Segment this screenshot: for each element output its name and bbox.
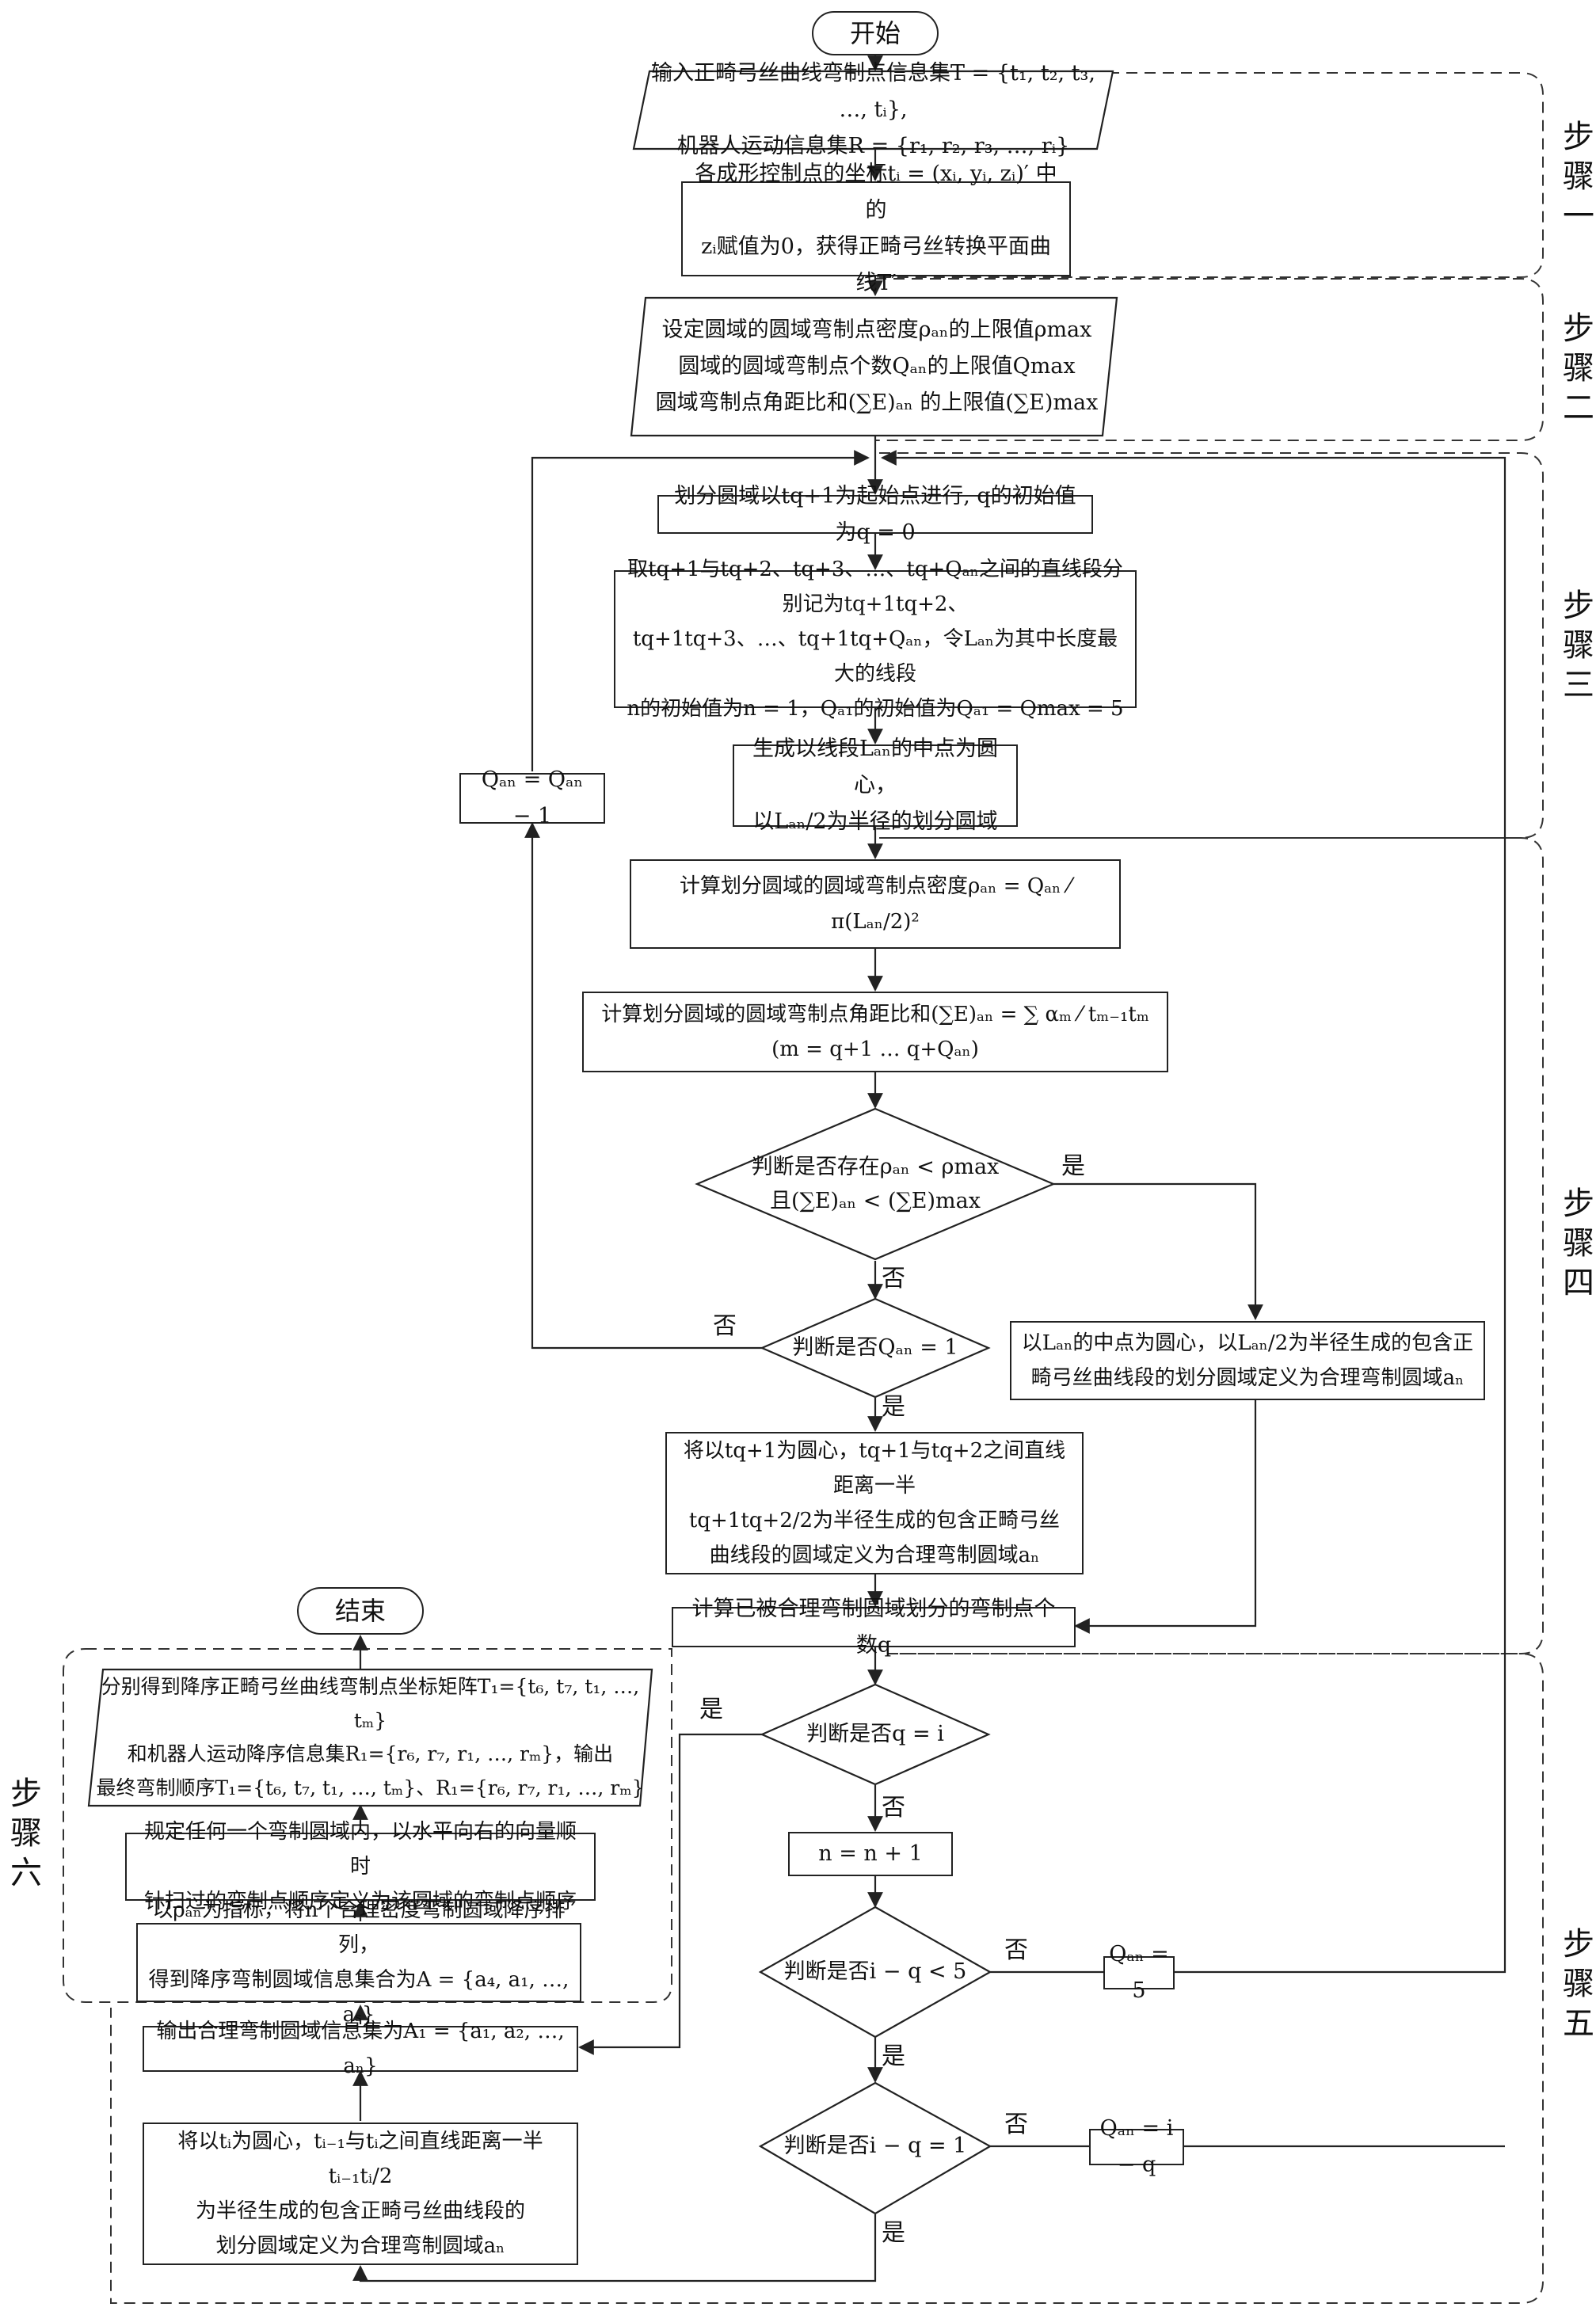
step-five-label: 步骤五 xyxy=(1559,1925,1596,2043)
step-four-label: 步骤四 xyxy=(1559,1184,1596,1303)
final-output-line1: 分别得到降序正畸弓丝曲线弯制点坐标矩阵T₁={t₆, t₇, t₁, …, tₘ… xyxy=(101,1675,640,1732)
step-five-text: 步骤五 xyxy=(1563,1926,1594,2042)
yes-define-process: 以Lₐₙ的中点为圆心，以Lₐₙ/2为半径生成的包含正 畸弓丝曲线段的划分圆域定义… xyxy=(1010,1321,1485,1400)
judge-eq1-text: 判断是否i − q = 1 xyxy=(783,2134,967,2159)
step-six-text: 步骤六 xyxy=(10,1776,42,1891)
step-brackets xyxy=(63,72,1544,2304)
last-define-process: 将以tᵢ为圆心，tᵢ₋₁与tᵢ之间直线距离一半tᵢ₋₁tᵢ/2 为半径生成的包含… xyxy=(143,2123,578,2265)
step-one-text: 步骤一 xyxy=(1563,119,1594,234)
z-assign-line1: 各成形控制点的坐标tᵢ = (xᵢ, yᵢ, zᵢ)′ 中的 xyxy=(695,162,1057,223)
input-data-line2: 机器人运动信息集R = {r₁, r₂, r₃, …, rᵢ} xyxy=(676,133,1070,158)
rule-clockwise-line1: 规定任何一个弯制圆域内，以水平向右的向量顺时 xyxy=(143,1819,577,1879)
output-a-process: 输出合理弯制圆域信息集为A₁ = {a₁, a₂, …, aₙ} xyxy=(143,2020,578,2078)
edge-eq1-yes xyxy=(352,2214,877,2282)
gen-circle-line2: 以Lₐₙ/2为半径的划分圆域 xyxy=(752,809,998,834)
q1-define-line3: 曲线段的圆域定义为合理弯制圆域aₙ xyxy=(709,1544,1040,1568)
gen-circle-line1: 生成以线段Lₐₙ的中点为圆心， xyxy=(752,737,999,798)
judge-q1-diamond xyxy=(760,1297,991,1399)
rule-clockwise-process: 规定任何一个弯制圆域内，以水平向右的向量顺时 针扫过的弯制点顺序定义为该圆域的弯… xyxy=(125,1820,596,1913)
final-output-line3: 最终弯制顺序T₁={t₆, t₇, t₁, …, tₘ}、R₁={r₆, r₇,… xyxy=(96,1776,645,1799)
judge-eq1-diamond xyxy=(758,2081,992,2215)
judge-qi-diamond xyxy=(760,1683,991,1786)
yes-define-line1: 以Lₐₙ的中点为圆心，以Lₐₙ/2为半径生成的包含正 xyxy=(1021,1331,1474,1355)
last-define-line3: 划分圆域定义为合理弯制圆域aₙ xyxy=(215,2234,505,2259)
rule-clockwise-line2: 针扫过的弯制点顺序定义为该圆域的弯制点顺序 xyxy=(143,1890,577,1914)
label-no-exist: 否 xyxy=(882,1265,905,1293)
step1-bracket xyxy=(871,72,1544,278)
q1-define-line2: tq+1tq+2/2为半径生成的包含正畸弓丝 xyxy=(688,1509,1061,1532)
set-limits-line3: 圆域弯制点角距比和(∑E)ₐₙ 的上限值(∑E)max xyxy=(655,390,1099,415)
step-three-text: 步骤三 xyxy=(1563,588,1594,703)
segments-line3: n的初始值为n = 1，Qₐ₁的初始值为Qₐ₁ = Qmax = 5 xyxy=(627,697,1124,721)
step-two-label: 步骤二 xyxy=(1559,309,1596,428)
step3-bracket xyxy=(879,452,1544,839)
calc-density-process: 计算划分圆域的圆域弯制点密度ρₐₙ = Qₐₙ ⁄ π(Lₐₙ/2)² xyxy=(630,859,1121,949)
set-limits-line1: 设定圆域的圆域弯制点密度ρₐₙ的上限值ρmax xyxy=(661,318,1092,343)
label-yes-eq1: 是 xyxy=(882,2219,905,2247)
q1-define-process: 将以tq+1为圆心，tq+1与tq+2之间直线距离一半 tq+1tq+2/2为半… xyxy=(665,1432,1084,1574)
edge-judge-yes-right xyxy=(1053,1182,1263,1320)
z-assign-process: 各成形控制点的坐标tᵢ = (xᵢ, yᵢ, zᵢ)′ 中的 zᵢ赋值为0，获得… xyxy=(681,162,1071,295)
segments-process: 取tq+1与tq+2、tq+3、…、tq+Qₐₙ之间的直线段分别记为tq+1tq… xyxy=(614,558,1137,721)
input-data: 输入正畸弓丝曲线弯制点信息集T = {t₁, t₂, t₃, …, tᵢ}, 机… xyxy=(646,61,1101,158)
edge-right-count xyxy=(1074,1400,1257,1634)
gen-circle-process: 生成以线段Lₐₙ的中点为圆心， 以Lₐₙ/2为半径的划分圆域 xyxy=(733,737,1018,834)
q-eq-5-process: Qₐₙ = 5 xyxy=(1103,1942,1175,2003)
label-yes-q1: 是 xyxy=(882,1393,905,1421)
final-output-line2: 和机器人运动降序信息集R₁={r₆, r₇, r₁, …, rₘ}，输出 xyxy=(127,1742,614,1765)
z-assign-line2: zᵢ赋值为0，获得正畸弓丝转换平面曲线T′ xyxy=(701,234,1051,295)
step5-bracket xyxy=(110,1653,1544,2304)
judge-lt5-diamond xyxy=(758,1906,992,2039)
last-define-line2: 为半径生成的包含正畸弓丝曲线段的 xyxy=(195,2199,525,2223)
step-six-label: 步骤六 xyxy=(6,1774,46,1893)
step-one-label: 步骤一 xyxy=(1559,117,1596,236)
step-two-text: 步骤二 xyxy=(1563,310,1594,426)
set-limits-data: 设定圆域的圆域弯制点密度ρₐₙ的上限值ρmax 圆域的圆域弯制点个数Qₐₙ的上限… xyxy=(643,299,1110,434)
yes-define-line2: 畸弓丝曲线段的划分圆域定义为合理弯制圆域aₙ xyxy=(1030,1366,1465,1390)
label-no-lt5: 否 xyxy=(1004,1936,1028,1964)
divide-start-process: 划分圆域以tq+1为起始点进行, q的初始值为q = 0 xyxy=(657,484,1093,545)
judge-exist-text: 判断是否存在ρₐₙ < ρmax 且(∑E)ₐₙ < (∑E)max xyxy=(737,1133,1014,1235)
judge-lt5-text: 判断是否i − q < 5 xyxy=(783,1959,967,1985)
edge-qi-yes xyxy=(578,1733,762,2055)
segments-line2: tq+1tq+3、…、tq+1tq+Qₐₙ，令Lₐₙ为其中长度最大的线段 xyxy=(632,626,1118,687)
sort-desc-process: 以ρₐₙ为指标，将n个合理密度弯制圆域降序排列， 得到降序弯制圆域信息集合为A … xyxy=(136,1898,581,2027)
step-three-label: 步骤三 xyxy=(1559,586,1596,705)
step4-bracket xyxy=(879,837,1544,1654)
label-no-eq1: 否 xyxy=(1004,2111,1028,2138)
input-data-line1: 输入正畸弓丝曲线弯制点信息集T = {t₁, t₂, t₃, …, tᵢ}, xyxy=(651,61,1095,123)
q-decrement-process: Qₐₙ = Qₐₙ − 1 xyxy=(459,767,605,828)
edge-qdec-loop xyxy=(531,450,870,771)
calc-ratio-process: 计算划分圆域的圆域弯制点角距比和(∑E)ₐₙ = ∑ αₘ ⁄ tₘ₋₁tₘ (… xyxy=(582,992,1168,1072)
label-yes-qi: 是 xyxy=(699,1696,723,1723)
label-no-q1: 否 xyxy=(713,1312,737,1340)
label-no-qi: 否 xyxy=(882,1794,905,1822)
sort-desc-line2: 得到降序弯制圆域信息集合为A = {a₄, a₁, …, aₛ} xyxy=(148,1968,569,2027)
judge-exist-line2: 且(∑E)ₐₙ < (∑E)max xyxy=(770,1189,981,1213)
q1-define-line1: 将以tq+1为圆心，tq+1与tq+2之间直线距离一半 xyxy=(683,1438,1066,1498)
final-output-data: 分别得到降序正畸弓丝曲线弯制点坐标矩阵T₁={t₆, t₇, t₁, …, tₘ… xyxy=(95,1671,646,1804)
count-q-process: 计算已被合理弯制圆域划分的弯制点个数q xyxy=(672,1597,1076,1658)
segments-line1: 取tq+1与tq+2、tq+3、…、tq+Qₐₙ之间的直线段分别记为tq+1tq… xyxy=(627,557,1123,616)
edge-q1-no-left xyxy=(524,822,762,1350)
q-eq-iq-process: Qₐₙ = i − q xyxy=(1089,2116,1184,2177)
label-yes-exist: 是 xyxy=(1061,1152,1085,1180)
judge-qi-text: 判断是否q = i xyxy=(806,1722,944,1747)
end-terminal: 结束 xyxy=(297,1587,424,1635)
step2-bracket xyxy=(875,278,1544,441)
start-terminal: 开始 xyxy=(812,11,939,55)
label-yes-lt5: 是 xyxy=(882,2043,905,2070)
step-four-text: 步骤四 xyxy=(1563,1186,1594,1301)
sort-desc-line1: 以ρₐₙ为指标，将n个合理密度弯制圆域降序排列， xyxy=(152,1898,566,1957)
last-define-line1: 将以tᵢ为圆心，tᵢ₋₁与tᵢ之间直线距离一半tᵢ₋₁tᵢ/2 xyxy=(177,2129,543,2188)
judge-q1-text: 判断是否Qₐₙ = 1 xyxy=(792,1335,958,1361)
edge-q5-loop xyxy=(881,450,1506,1974)
judge-exist-line1: 判断是否存在ρₐₙ < ρmax xyxy=(751,1154,1000,1179)
judge-exist-diamond xyxy=(695,1107,1056,1261)
n-increment-process: n = n + 1 xyxy=(788,1832,953,1876)
set-limits-line2: 圆域的圆域弯制点个数Qₐₙ的上限值Qmax xyxy=(678,354,1076,379)
step6-bracket xyxy=(63,1648,672,2003)
